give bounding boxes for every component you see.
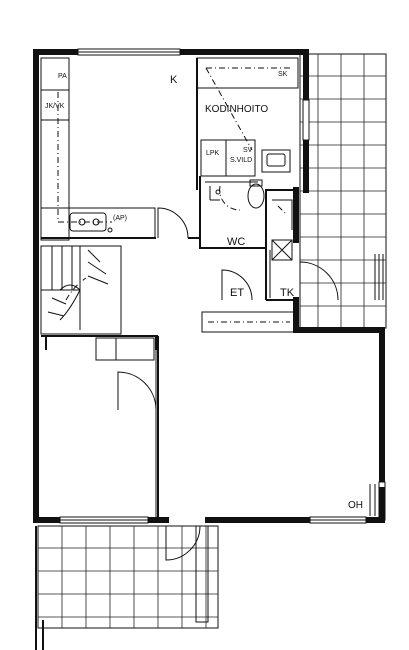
room-label-tk: TK — [280, 287, 295, 299]
room-label-ap: (AP) — [113, 215, 127, 222]
room-label-s-vild: S.VILD — [230, 157, 252, 164]
room-label-lpk: LPK — [206, 150, 220, 157]
room-label-wc: WC — [227, 236, 245, 248]
room-label-pa: PA — [58, 73, 67, 80]
interior-walls — [40, 57, 376, 623]
room-labels: PA JK/VK K SK KODINHOITO LPK SV S.VILD (… — [45, 71, 363, 511]
room-label-sk: SK — [278, 71, 288, 78]
room-label-oh: OH — [348, 500, 363, 511]
terrace-upper-right — [299, 53, 387, 329]
room-label-k: K — [170, 74, 178, 86]
outer-walls — [33, 48, 386, 524]
balcony-lower-left — [35, 525, 219, 650]
room-label-kodinhoito: KODINHOITO — [205, 104, 268, 115]
room-label-et: ET — [230, 287, 244, 299]
room-label-jk-vk: JK/VK — [45, 103, 65, 110]
room-label-sv: SV — [243, 147, 253, 154]
